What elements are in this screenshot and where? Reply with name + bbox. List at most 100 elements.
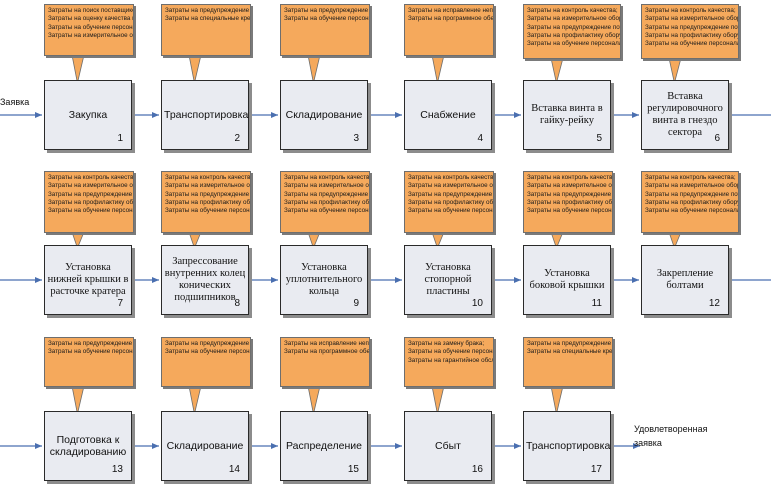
- callout-note-line: Затраты на программное обеспечение.: [284, 348, 370, 356]
- process-step-6: Вставка регулировочного винта в гнездо с…: [641, 80, 729, 150]
- callout-pointer: [71, 385, 85, 415]
- callout-note-line: Затраты на измерительное оборудование;: [527, 15, 620, 23]
- process-step-number: 7: [117, 298, 123, 309]
- process-step-1: Закупка 1: [44, 80, 132, 150]
- process-step-label: Установка нижней крышки в расточке крате…: [47, 262, 129, 297]
- callout-note-line: Затраты на предупреждение потерь;: [645, 190, 738, 198]
- callout-note-line: Затраты на обучение персонала: [645, 40, 739, 48]
- callout-note-line: Затраты на предупреждение потерь;: [527, 23, 620, 31]
- callout-note-line: Затраты на контроль качества;: [645, 7, 736, 14]
- process-step-number: 5: [596, 133, 602, 144]
- process-step-8: Запрессование внутренних колец конически…: [161, 245, 249, 315]
- callout-note-line: Затраты на профилактику оборудования;: [408, 198, 494, 206]
- callout-note-line: Затраты на контроль качества;: [408, 174, 494, 181]
- callout-note-line: Затраты на обучение персонала: [48, 207, 134, 215]
- process-step-number: 1: [117, 133, 123, 144]
- process-step-label: Установка уплотнительного кольца: [285, 262, 363, 297]
- callout-note-line: Затраты на измерительное оборудование;: [48, 182, 133, 190]
- callout-note-line: Затраты на контроль качества;: [284, 174, 370, 181]
- process-step-label: Закрепление болтами: [656, 268, 714, 291]
- process-step-number: 3: [353, 133, 359, 144]
- callout-note-line: Затраты на обучение персонала: [408, 207, 494, 215]
- callout-note-line: Затраты на контроль качества;: [527, 7, 618, 14]
- process-step-17: Транспортировка 17: [523, 411, 611, 481]
- callout-pointer: [188, 54, 202, 84]
- callout-note-line: Затраты на предупреждение потерь;: [165, 340, 250, 347]
- callout-note-line: Затраты на исправление неправильной пост…: [284, 340, 369, 347]
- callout-note-line: Затраты на профилактику оборудования;: [645, 198, 738, 206]
- process-step-number: 12: [708, 298, 720, 309]
- callout-note-line: Затраты на обучение персонала: [527, 207, 613, 215]
- cost-callout-14: Затраты на предупреждение потерь;Затраты…: [161, 337, 251, 387]
- callout-note-line: Затраты на поиск поставщиков;: [48, 7, 134, 14]
- process-step-14: Складирование 14: [161, 411, 249, 481]
- process-step-number: 14: [228, 464, 240, 475]
- process-step-3: Складирование 3: [280, 80, 368, 150]
- callout-note-line: Затраты на предупреждение потерь;: [48, 340, 133, 347]
- process-step-label: Транспортировка: [164, 109, 249, 121]
- cost-callout-7: Затраты на контроль качества;Затраты на …: [44, 171, 134, 233]
- callout-note-line: Затраты на предупреждение потерь;: [645, 23, 738, 31]
- callout-note-line: Затраты на обучение персонала логистичес…: [48, 348, 133, 356]
- callout-note-line: Затраты на предупреждение потерь;: [165, 7, 250, 14]
- callout-note-line: Затраты на обучение персонала логистичес…: [165, 348, 250, 356]
- callout-pointer: [188, 385, 202, 415]
- process-step-label: Вставка винта в гайку-рейку: [531, 103, 603, 126]
- process-step-label: Складирование: [285, 109, 363, 121]
- process-step-number: 2: [234, 133, 240, 144]
- callout-note-line: Затраты на предупреждение потерь;: [408, 190, 493, 198]
- callout-note-line: Затраты на контроль качества;: [48, 174, 134, 181]
- callout-note-line: Затраты на профилактику оборудования;: [284, 198, 370, 206]
- process-step-label: Установка стопорной пластины: [424, 262, 472, 297]
- callout-pointer: [307, 54, 321, 84]
- cost-callout-1: Затраты на поиск поставщиков; Затраты на …: [44, 4, 134, 56]
- process-step-number: 9: [353, 298, 359, 309]
- callout-note-line: Затраты на замену брака;: [408, 340, 485, 347]
- callout-note-line: Затраты на обучение персонала;: [48, 23, 133, 31]
- callout-note-line: Затраты на измерительное оборудование.: [48, 31, 133, 39]
- callout-note-line: Затраты на измерительное оборудование;: [645, 182, 738, 190]
- callout-note-line: Затраты на контроль качества;: [527, 174, 613, 181]
- callout-note-line: Затраты на профилактику оборудования;: [165, 198, 251, 206]
- process-step-label: Транспортировка: [526, 440, 611, 452]
- cost-callout-4: Затраты на исправление неправильной пост…: [404, 4, 494, 56]
- callout-pointer: [431, 385, 445, 415]
- callout-note-line: Затраты на измерительное оборудование;: [645, 15, 738, 23]
- callout-note-line: Затраты на гарантийное обслуживание.: [408, 356, 493, 364]
- cost-callout-3: Затраты на предупреждение потерь;Затраты…: [280, 4, 370, 56]
- process-step-7: Установка нижней крышки в расточке крате…: [44, 245, 132, 315]
- callout-note-line: Затраты на специальные крепления для тар…: [527, 348, 613, 356]
- callout-note-line: Затраты на обучение персонала: [527, 40, 621, 48]
- cost-callout-6: Затраты на контроль качества;Затраты на …: [641, 4, 739, 59]
- process-step-number: 17: [590, 464, 602, 475]
- process-step-12: Закрепление болтами 12: [641, 245, 729, 315]
- process-step-number: 10: [471, 298, 483, 309]
- callout-note-line: Затраты на профилактику оборудования;: [527, 198, 613, 206]
- callout-note-line: Затраты на измерительное оборудование;: [408, 182, 493, 190]
- cost-callout-2: Затраты на предупреждение потерь;Затраты…: [161, 4, 251, 56]
- process-step-number: 11: [591, 298, 602, 309]
- callout-note-line: Затраты на специальные крепления для тар…: [165, 15, 251, 23]
- callout-note-line: Затраты на обучение персонала: [165, 207, 251, 215]
- cost-callout-13: Затраты на предупреждение потерь;Затраты…: [44, 337, 134, 387]
- callout-note-line: Затраты на профилактику оборудования;: [48, 198, 134, 206]
- callout-note-line: Затраты на измерительное оборудование;: [527, 182, 612, 190]
- process-step-label: Установка боковой крышки: [529, 268, 605, 291]
- callout-note-line: Затраты на предупреждение потерь;: [527, 340, 612, 347]
- callout-note-line: Затраты на профилактику оборудования;: [527, 31, 620, 39]
- process-step-label: Подготовка к складированию: [49, 434, 127, 458]
- process-step-label: Закупка: [68, 109, 108, 121]
- process-step-label: Складирование: [166, 440, 244, 452]
- cost-callout-15: Затраты на исправление неправильной пост…: [280, 337, 370, 387]
- callout-note-line: Затраты на обучение персонала: [284, 207, 370, 215]
- cost-callout-16: Затраты на замену брака;Затраты на обуче…: [404, 337, 494, 387]
- callout-note-line: Затраты на предупреждение потерь;: [284, 190, 369, 198]
- callout-note-line: Затраты на профилактику оборудования;: [645, 31, 738, 39]
- cost-callout-5: Затраты на контроль качества;Затраты на …: [523, 4, 621, 59]
- callout-note-line: Затраты на обучение персонала;: [408, 348, 493, 356]
